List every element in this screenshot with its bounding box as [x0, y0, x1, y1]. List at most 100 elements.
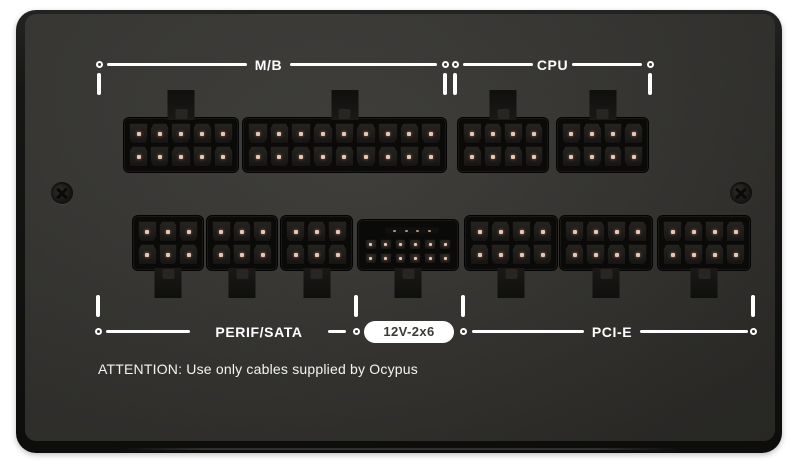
pin-socket: [663, 244, 682, 265]
bracket-endpoint-circle: [353, 328, 360, 335]
pin-socket: [562, 123, 581, 144]
bracket-tick: [648, 73, 652, 95]
pin-socket: [582, 123, 602, 144]
pin-contact: [384, 257, 388, 260]
pin-contact: [342, 131, 347, 136]
pin-socket: [394, 239, 407, 250]
pin-socket: [379, 239, 392, 250]
pin-contact: [364, 131, 369, 136]
pin-contact: [519, 252, 524, 257]
pin-socket: [483, 123, 502, 144]
mb-section-label: M/B: [254, 57, 283, 73]
pin-socket: [377, 123, 398, 144]
pin-socket: [624, 146, 643, 167]
pin-socket: [399, 146, 420, 167]
pin-socket: [512, 244, 531, 265]
pin-contact: [712, 229, 717, 234]
pin-contact: [477, 229, 482, 234]
pin-contact: [369, 257, 373, 260]
pin-socket: [421, 146, 441, 167]
pin-socket: [356, 146, 376, 167]
bracket-endpoint-circle: [750, 328, 757, 335]
pin-contact: [635, 229, 640, 234]
pin-contact: [384, 243, 388, 246]
pin-socket: [192, 123, 212, 144]
sense-pin-contact: [404, 229, 408, 232]
pin-socket: [705, 244, 724, 265]
pin-socket: [726, 244, 745, 265]
bracket-tick: [96, 295, 100, 317]
pin-contact: [593, 229, 598, 234]
cable-clip-slot: [303, 268, 330, 298]
pin-socket: [212, 244, 231, 265]
bracket-endpoint-circle: [95, 328, 102, 335]
connector-pcie-8pin-a: [465, 216, 557, 298]
perif-sata-section-label: PERIF/SATA: [215, 324, 303, 340]
pin-contact: [385, 154, 390, 159]
pin-contact: [733, 252, 738, 257]
pin-contact: [165, 229, 170, 234]
pin-socket: [424, 239, 437, 250]
pin-contact: [614, 229, 619, 234]
pin-socket: [232, 244, 252, 265]
pin-socket: [179, 221, 198, 242]
pin-contact: [610, 154, 615, 159]
connector-12v-2x6: [358, 220, 458, 298]
pin-socket: [171, 146, 191, 167]
pin-contact: [540, 252, 545, 257]
pin-contact: [200, 131, 205, 136]
pin-contact: [136, 154, 141, 159]
pin-contact: [631, 154, 636, 159]
bracket-tick: [443, 73, 447, 95]
pin-contact: [145, 229, 150, 234]
pin-contact: [569, 131, 574, 136]
sense-pin-contact: [392, 229, 396, 232]
pin-socket: [603, 123, 623, 144]
pin-contact: [186, 252, 191, 257]
bracket-endpoint-circle: [460, 328, 467, 335]
pin-socket: [624, 123, 643, 144]
pin-contact: [691, 252, 696, 257]
connector-pcie-8pin-c: [658, 216, 750, 298]
pin-contact: [255, 131, 260, 136]
pin-socket: [491, 221, 510, 242]
pin-socket: [129, 146, 149, 167]
cable-clip-slot: [497, 268, 525, 298]
pin-contact: [342, 154, 347, 159]
pin-contact: [610, 131, 615, 136]
pin-socket: [307, 244, 326, 265]
pin-contact: [221, 154, 226, 159]
screw-left-icon: [51, 182, 73, 204]
pin-socket: [158, 244, 178, 265]
pin-contact: [498, 252, 503, 257]
pin-contact: [157, 131, 162, 136]
cable-clip-slot: [394, 268, 422, 298]
pin-socket: [562, 146, 581, 167]
pin-contact: [293, 229, 298, 234]
pin-contact: [712, 252, 717, 257]
pin-socket: [684, 221, 703, 242]
pin-contact: [590, 154, 595, 159]
pin-socket: [663, 221, 682, 242]
pin-socket: [491, 244, 510, 265]
case-edge-highlight: [120, 448, 680, 450]
cable-clip-slot: [154, 268, 182, 298]
pin-socket: [158, 221, 178, 242]
pin-contact: [470, 131, 475, 136]
pin-socket: [171, 123, 191, 144]
pin-contact: [429, 154, 434, 159]
pin-socket: [179, 244, 198, 265]
bracket-endpoint-circle: [442, 61, 449, 68]
pin-contact: [511, 131, 516, 136]
pin-contact: [443, 243, 447, 246]
pin-socket: [269, 146, 290, 167]
pin-socket: [424, 253, 437, 264]
bracket-tick: [97, 73, 101, 95]
pin-socket: [726, 221, 745, 242]
pin-socket: [684, 244, 703, 265]
pin-contact: [635, 252, 640, 257]
pin-socket: [483, 146, 502, 167]
12v-2x6-badge: 12V-2x6: [364, 321, 454, 343]
pin-socket: [603, 146, 623, 167]
